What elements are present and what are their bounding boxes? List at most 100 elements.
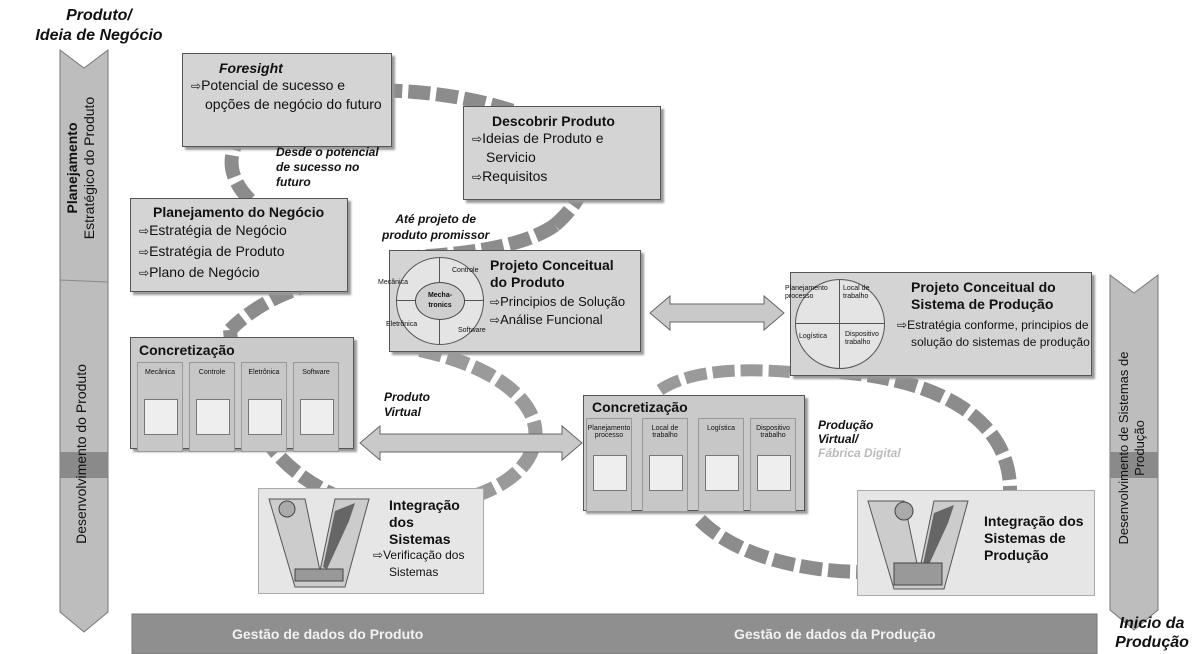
production-integration-title: Integração dos Sistemas de Produção [984, 513, 1084, 564]
label-virtual-product: Produto Virtual [384, 390, 430, 420]
wheel-label-planning: Planejamento processo [785, 285, 828, 300]
v-model-icon [268, 498, 370, 588]
column-software: Software [293, 362, 339, 452]
business-planning-item: Estratégia de Produto [139, 241, 339, 262]
label-line: produto promissor [382, 228, 490, 242]
column-workplace: Local de trabalho [642, 418, 688, 512]
production-concept-item: Estratégia conforme, principios de soluç… [897, 317, 1091, 351]
wheel-label-logistics: Logística [799, 333, 828, 340]
product-realization-box: Concretização Mecânica Controle Eletrôni… [130, 337, 354, 452]
title-line: Integração dos [984, 513, 1084, 529]
production-concept-title: Projeto Conceitual do Sistema de Produçã… [911, 279, 1056, 313]
product-concept-item: Análise Funcional [490, 311, 625, 329]
system-integration-title: Integração dos Sistemas [389, 497, 483, 548]
title-line-2: Ideia de Negócio [35, 27, 163, 44]
product-concept-box: Mecha- tronics Mecânica Controle Eletrôn… [378, 250, 641, 352]
product-idea-title: Produto/ Ideia de Negócio [24, 6, 174, 46]
column-label: Local de trabalho [651, 425, 679, 439]
production-start-title: Inicio da Produção [1102, 614, 1202, 652]
label-line: Desde o potencial [276, 145, 379, 159]
production-realization-box: Concretização Planejamento processo Loca… [583, 395, 805, 512]
label-virtual-production: Produção Virtual/ Fábrica Digital [818, 418, 901, 460]
column-logistics: Logística [698, 418, 744, 512]
label-potential: Desde o potencial de sucesso no futuro [276, 145, 379, 190]
business-planning-item: Plano de Negócio [139, 262, 339, 283]
production-integration-box: Integração dos Sistemas de Produção [857, 490, 1095, 596]
column-controle: Controle [189, 362, 235, 452]
production-data-management-label: Gestão de dados da Produção [734, 626, 936, 642]
device-image [757, 455, 791, 491]
column-label: Eletrônica [248, 369, 280, 376]
label-line-2: Produção [1132, 420, 1147, 476]
label-line: Fábrica Digital [818, 446, 901, 460]
wheel-center-line: Mecha- [427, 292, 453, 299]
workplace-image [649, 455, 683, 491]
discover-title: Descobrir Produto [492, 113, 615, 129]
discover-item: Ideias de Produto e Servicio [472, 129, 646, 166]
business-planning-item: Estratégia de Negócio [139, 220, 339, 241]
business-planning-title: Planejamento do Negócio [153, 204, 325, 220]
foresight-title: Foresight [219, 60, 283, 76]
discover-product-box: Descobrir Produto Ideias de Produto e Se… [463, 106, 661, 200]
title-line: Sistema de Produção [911, 296, 1054, 312]
label-line: de sucesso no [276, 160, 360, 174]
title-line: Produção [984, 547, 1049, 563]
title-line-2: Produção [1115, 634, 1189, 651]
left-chevron-bar [59, 49, 109, 633]
title-line: Projeto Conceitual [490, 257, 614, 273]
title-line: Projeto Conceitual do [911, 279, 1056, 295]
mechanics-image [144, 399, 178, 435]
wheel-center-line: tronics [428, 302, 452, 309]
column-device: Dispositivo trabalho [750, 418, 796, 512]
planning-image [593, 455, 627, 491]
wheel-label-mecanica: Mecânica [378, 279, 408, 286]
wheel-label-software: Software [458, 327, 486, 334]
column-label: Mecânica [145, 369, 175, 376]
product-concept-item: Principios de Solução [490, 293, 625, 311]
right-bar-label-production-dev: Desenvolvimento de Sistemas de Produção [1116, 348, 1152, 548]
column-planning: Planejamento processo [586, 418, 632, 512]
title-line: do Produto [490, 274, 565, 290]
foresight-item: Potencial de sucesso e opções de negócio… [191, 76, 385, 113]
column-mecanica: Mecânica [137, 362, 183, 452]
production-wheel [795, 279, 885, 369]
label-line: Produto [384, 390, 430, 404]
label-line: Virtual/ [818, 432, 859, 446]
logistics-image [705, 455, 739, 491]
label-line-1: Planejamento [64, 122, 80, 214]
double-arrow-concept [649, 294, 785, 332]
title-line: Integração dos [389, 497, 460, 530]
software-image [300, 399, 334, 435]
system-integration-box: Integração dos Sistemas Verificação dos … [258, 488, 484, 594]
business-planning-box: Planejamento do Negócio Estratégia de Ne… [130, 198, 348, 292]
left-bar-label-strategic: Planejamento Estratégico do Produto [64, 68, 104, 268]
column-label: Controle [198, 369, 226, 376]
double-arrow-virtual [359, 424, 583, 462]
wheel-label-device: Dispositivo trabalho [845, 331, 879, 346]
label-promising: Até projeto de produto promissor [382, 211, 489, 243]
left-bar-label-development: Desenvolvimento do Produto [73, 364, 89, 544]
title-line: Sistemas [389, 531, 451, 547]
column-label: Software [302, 369, 330, 376]
title-line-1: Inicio da [1119, 615, 1185, 632]
label-line-1: Desenvolvimento de Sistemas de [1116, 351, 1131, 545]
column-eletronica: Eletrônica [241, 362, 287, 452]
column-label: Planejamento processo [587, 425, 631, 439]
production-system-concept-box: Planejamento processo Local de trabalho … [785, 272, 1092, 376]
product-concept-title: Projeto Conceitual do Produto [490, 257, 614, 291]
electronics-image [248, 399, 282, 435]
control-image [196, 399, 230, 435]
mechatronics-center: Mecha- tronics [415, 282, 465, 320]
wheel-label-eletronica: Eletrônica [386, 321, 418, 328]
label-line-2: Estratégico do Produto [81, 96, 97, 240]
system-integration-item: Verificação dos Sistemas [373, 547, 493, 581]
production-v-model-icon [867, 500, 969, 590]
label-line: Até projeto de [395, 212, 476, 226]
bottom-data-bar [131, 613, 1098, 654]
wheel-label-controle: Controle [452, 267, 479, 274]
production-realization-title: Concretização [592, 399, 688, 415]
mechatronics-wheel: Mecha- tronics [396, 257, 484, 345]
label-line: Produção [818, 418, 874, 432]
discover-item: Requisitos [472, 166, 652, 187]
product-data-management-label: Gestão de dados do Produto [232, 626, 424, 642]
